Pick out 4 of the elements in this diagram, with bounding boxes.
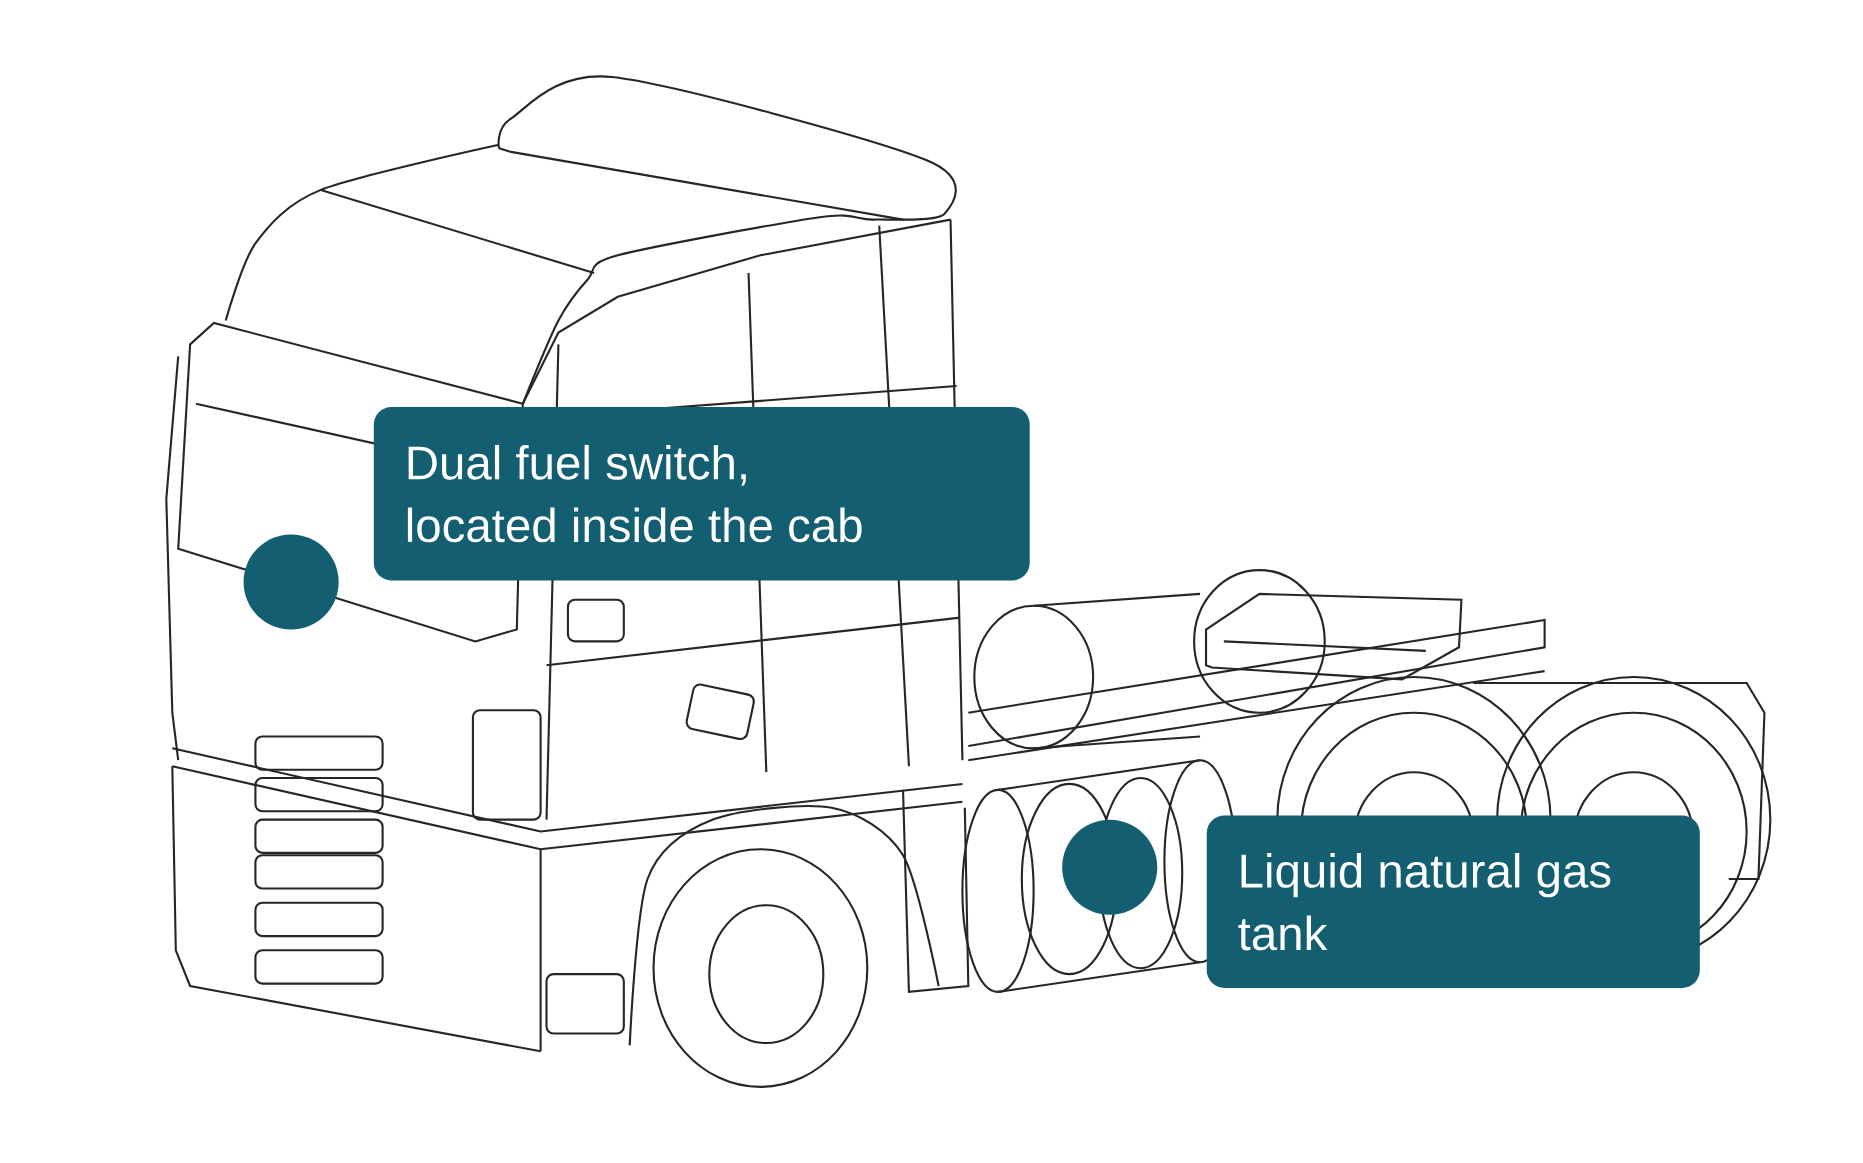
marker-dot bbox=[243, 534, 339, 630]
callout-box: Liquid natural gas tank bbox=[1206, 815, 1700, 988]
marker-dot bbox=[1062, 819, 1158, 915]
callout-box: Dual fuel switch, located inside the cab bbox=[373, 406, 1030, 581]
